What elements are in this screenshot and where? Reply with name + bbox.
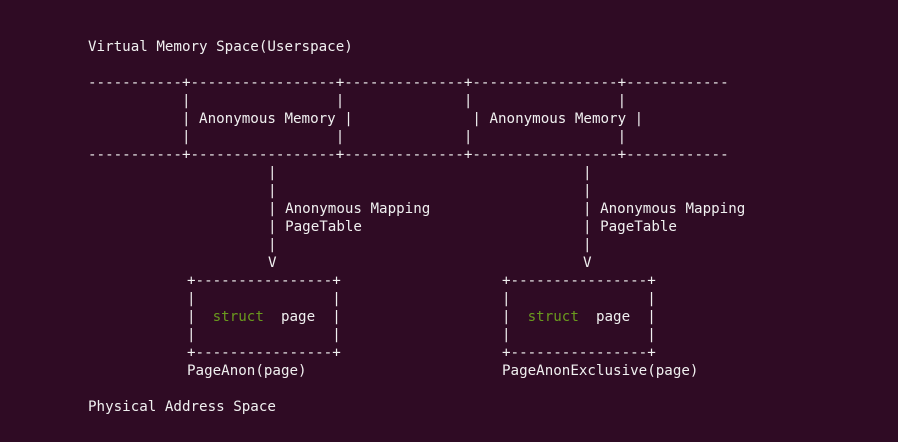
left-struct-page-row: | struct page | bbox=[187, 308, 341, 326]
left-page-box-top: +----------------+ bbox=[187, 273, 341, 289]
left-mapping-label: | Anonymous Mapping bbox=[268, 201, 431, 217]
virtual-memory-title: Virtual Memory Space(Userspace) bbox=[88, 39, 353, 55]
virtual-band-spacer-bottom: | | | | bbox=[88, 129, 627, 145]
left-page-box-bottom: +----------------+ bbox=[187, 345, 341, 361]
right-mapping-pipe-1: | bbox=[583, 165, 592, 181]
right-arrow-head: V bbox=[583, 255, 592, 271]
left-mapping-pipe-2: | bbox=[268, 183, 277, 199]
right-page-box-side-top: | | bbox=[502, 291, 656, 307]
page-anon-exclusive-label: PageAnonExclusive(page) bbox=[502, 363, 699, 379]
left-page-type: page | bbox=[263, 309, 341, 325]
right-page-type: page | bbox=[578, 309, 656, 325]
right-page-box-side-bottom: | | bbox=[502, 327, 656, 343]
left-mapping-pipe-1: | bbox=[268, 165, 277, 181]
virtual-band-spacer-top: | | | | bbox=[88, 93, 627, 109]
right-struct-keyword: struct bbox=[527, 309, 579, 325]
right-page-box-top: +----------------+ bbox=[502, 273, 656, 289]
left-page-box-side-top: | | bbox=[187, 291, 341, 307]
left-arrow-head: V bbox=[268, 255, 277, 271]
virtual-band-top-border: -----------+-----------------+----------… bbox=[88, 75, 729, 91]
left-struct-keyword: struct bbox=[212, 309, 264, 325]
left-mapping-pipe-3: | bbox=[268, 237, 277, 253]
left-box-left-edge: | bbox=[187, 309, 213, 325]
anonymous-memory-row: | Anonymous Memory | | Anonymous Memory … bbox=[88, 111, 644, 127]
virtual-band-bottom-border: -----------+-----------------+----------… bbox=[88, 147, 729, 163]
physical-address-title: Physical Address Space bbox=[88, 399, 276, 415]
right-struct-page-row: | struct page | bbox=[502, 308, 656, 326]
right-page-box-bottom: +----------------+ bbox=[502, 345, 656, 361]
left-page-box-side-bottom: | | bbox=[187, 327, 341, 343]
right-mapping-label: | Anonymous Mapping bbox=[583, 201, 746, 217]
right-box-left-edge: | bbox=[502, 309, 528, 325]
right-mapping-pipe-3: | bbox=[583, 237, 592, 253]
left-pagetable-label: | PageTable bbox=[268, 219, 362, 235]
right-pagetable-label: | PageTable bbox=[583, 219, 677, 235]
page-anon-label: PageAnon(page) bbox=[187, 363, 307, 379]
right-mapping-pipe-2: | bbox=[583, 183, 592, 199]
